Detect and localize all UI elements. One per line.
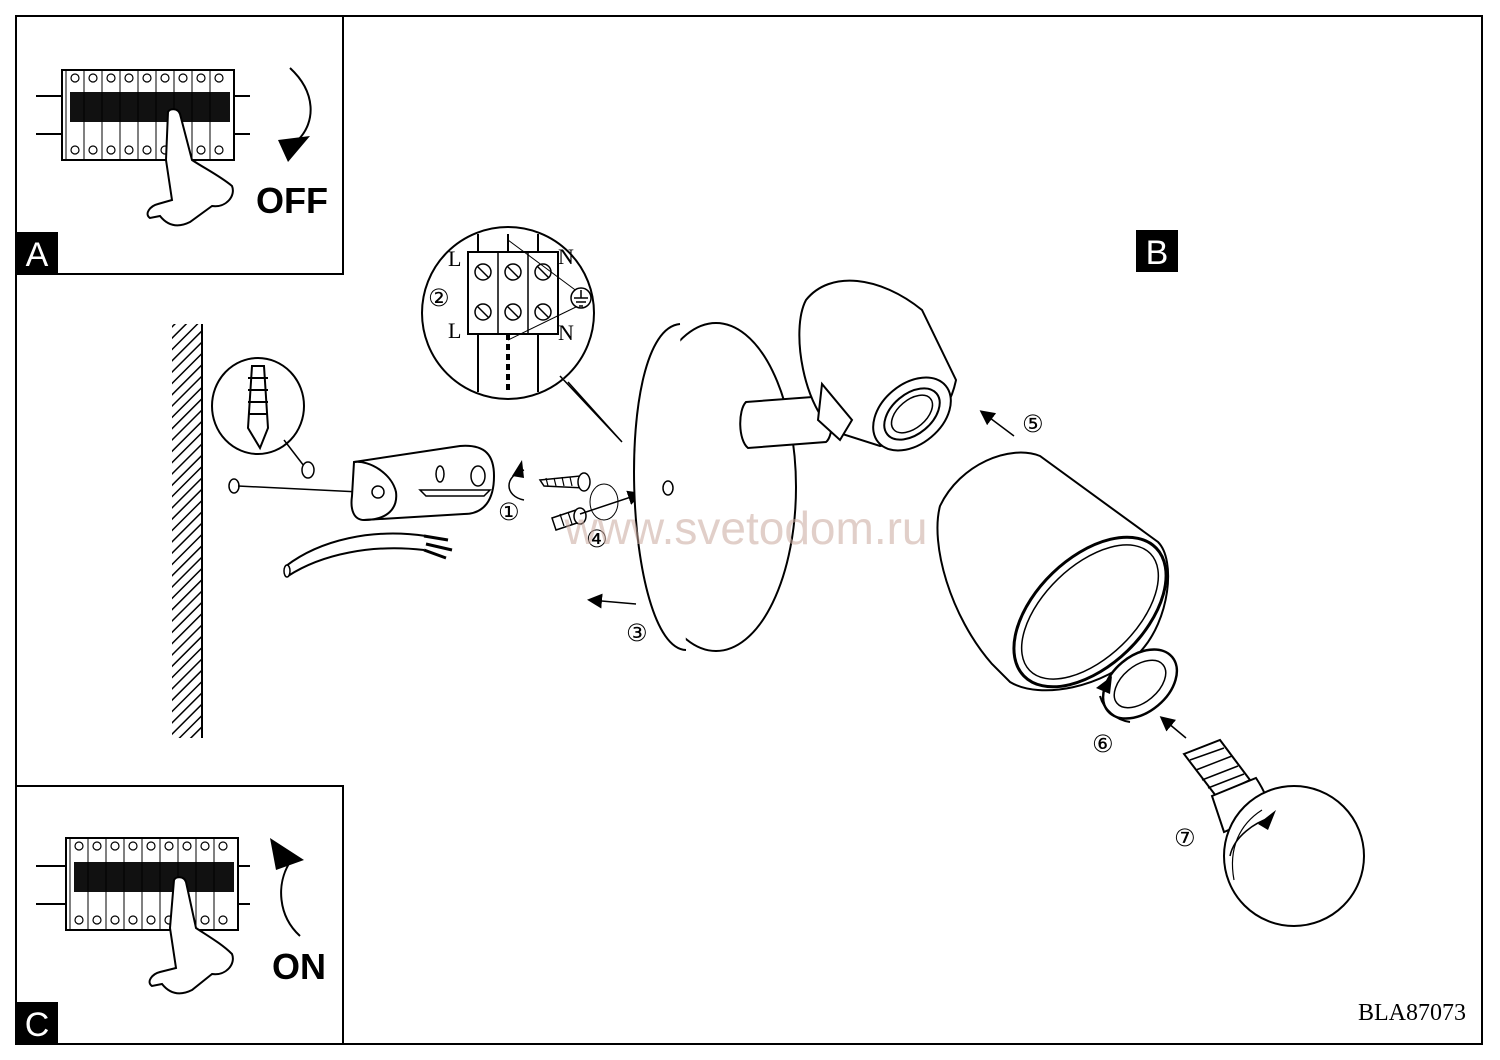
breaker-screw xyxy=(146,915,156,925)
breaker-screw xyxy=(110,915,120,925)
terminal-live-top: L xyxy=(448,246,461,271)
supply-cable xyxy=(283,532,453,578)
retaining-ring xyxy=(1096,648,1179,723)
breaker-screw xyxy=(214,73,224,83)
breaker-screw xyxy=(124,73,134,83)
breaker-screw xyxy=(106,145,116,155)
panel-a-status: OFF xyxy=(256,180,328,221)
hand-pressing-on xyxy=(148,876,234,995)
lamp-head xyxy=(798,279,958,452)
breaker-screw xyxy=(124,145,134,155)
lamp-base-plate xyxy=(633,322,833,652)
breaker-screw xyxy=(196,73,206,83)
panel-b-letter: B xyxy=(1146,234,1169,272)
earth-ground-icon xyxy=(570,287,592,309)
step-5: ⑤ xyxy=(1022,410,1044,438)
step-1: ① xyxy=(498,498,520,526)
breaker-screw xyxy=(70,73,80,83)
wall xyxy=(172,324,203,738)
breaker-screw xyxy=(92,915,102,925)
breaker-screw xyxy=(74,841,84,851)
breaker-screw xyxy=(146,841,156,851)
breaker-screw xyxy=(218,915,228,925)
panel-c-status: ON xyxy=(272,946,326,987)
breaker-screw xyxy=(214,145,224,155)
breaker-screw xyxy=(106,73,116,83)
fix-arrow xyxy=(579,490,643,515)
breaker-screw xyxy=(128,841,138,851)
glass-shade xyxy=(936,451,1169,692)
breaker-screw xyxy=(200,915,210,925)
step-4: ④ xyxy=(586,525,608,553)
document-code: BLA87073 xyxy=(1358,1000,1466,1026)
panel-b-label-box xyxy=(1136,230,1178,272)
step-2: ② xyxy=(428,284,450,312)
terminal-neutral-top: N xyxy=(558,244,574,269)
bulb-arrow xyxy=(1159,716,1187,739)
breaker-screw xyxy=(182,841,192,851)
breaker-screw xyxy=(142,145,152,155)
rotate-on-arrow xyxy=(280,861,301,937)
step-7: ⑦ xyxy=(1174,824,1196,852)
rotate-off-arrow xyxy=(289,67,312,141)
step-3: ③ xyxy=(626,619,648,647)
terminal-live-bottom: L xyxy=(448,318,461,343)
breaker-screw xyxy=(160,73,170,83)
breaker-screw xyxy=(196,145,206,155)
wall-hole xyxy=(228,478,240,494)
shade-arrow xyxy=(979,410,1015,437)
breaker-screw xyxy=(92,841,102,851)
step-6: ⑥ xyxy=(1092,730,1114,758)
panel-a: OFF A xyxy=(15,15,344,275)
breaker-screw xyxy=(88,73,98,83)
screw-1 xyxy=(538,472,591,492)
outer-frame xyxy=(15,15,1483,1045)
breaker-screw xyxy=(128,915,138,925)
light-bulb xyxy=(1182,738,1365,927)
terminal-neutral-bottom: N xyxy=(558,320,574,345)
breaker-screw xyxy=(142,73,152,83)
breaker-screw xyxy=(178,73,188,83)
screw-4 xyxy=(551,507,587,531)
mounting-bracket xyxy=(350,444,496,522)
breaker-screw xyxy=(218,841,228,851)
panel-a-letter: A xyxy=(26,236,49,274)
watermark: www.svetodom.ru xyxy=(563,502,927,554)
panel-c-letter: C xyxy=(25,1006,50,1044)
breaker-block-on xyxy=(65,837,239,931)
terminal-block-callout xyxy=(421,226,623,443)
breaker-screw xyxy=(70,145,80,155)
wall-plug-callout xyxy=(211,357,315,479)
breaker-screw xyxy=(110,841,120,851)
slide-arrow xyxy=(587,593,637,609)
breaker-screw xyxy=(164,841,174,851)
hand-pressing xyxy=(146,108,234,227)
breaker-screw xyxy=(200,841,210,851)
breaker-screw xyxy=(74,915,84,925)
breaker-screw xyxy=(88,145,98,155)
breaker-block-off xyxy=(61,69,235,161)
panel-c: ON C xyxy=(15,785,344,1045)
